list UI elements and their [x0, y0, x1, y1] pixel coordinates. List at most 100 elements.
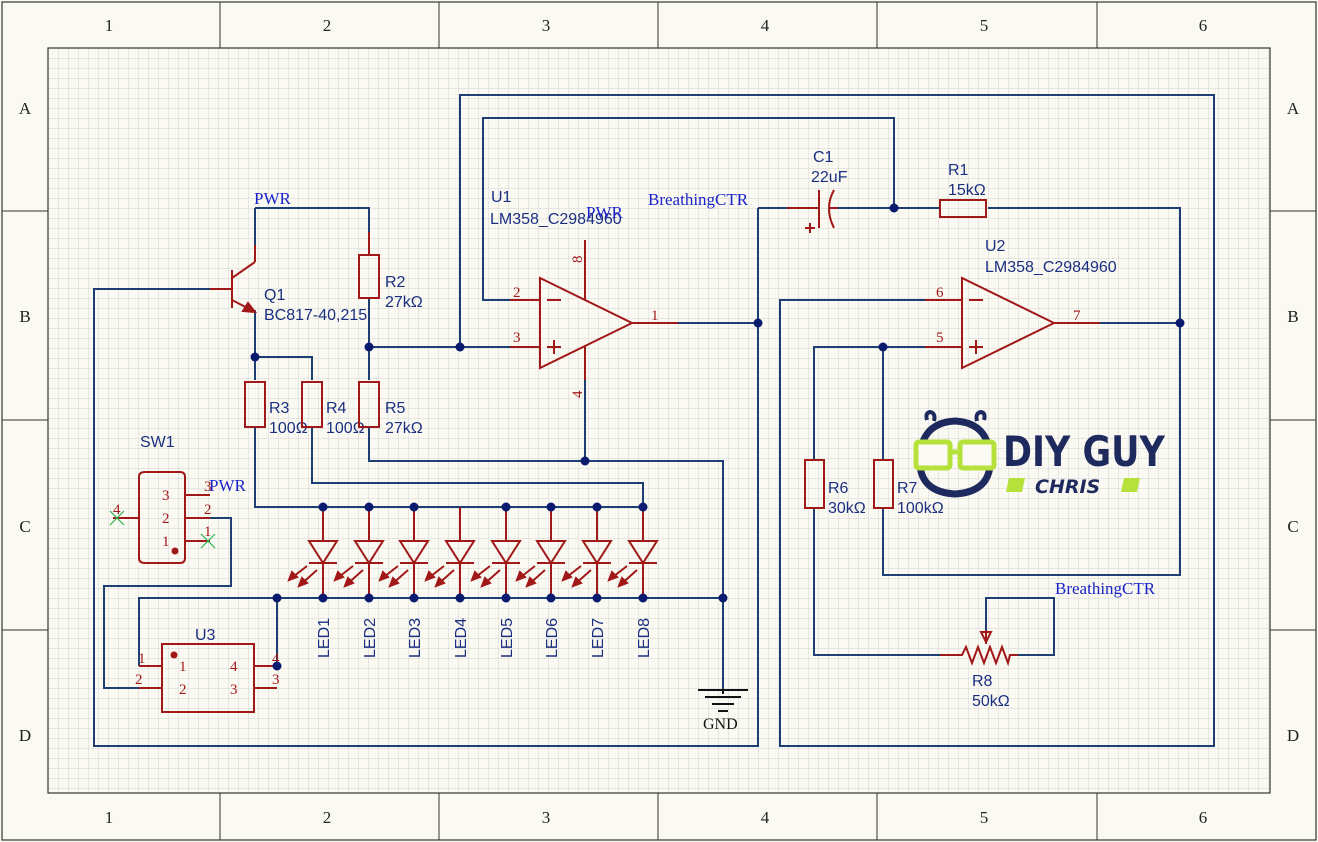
frame-col-4-top: 4 — [761, 16, 770, 35]
r2-designator: R2 — [385, 274, 406, 291]
resistor-r1[interactable]: R1 15kΩ — [939, 162, 987, 218]
r5-value: 27kΩ — [385, 420, 423, 437]
opamp-u1[interactable]: 2 3 1 8 4 U1 LM358_C2984960 — [490, 189, 678, 398]
junction-dot — [1175, 318, 1185, 328]
sw1-pin-2: 2 — [204, 502, 212, 518]
led-1[interactable]: LED1 — [287, 507, 339, 658]
netlabel-breathingctr-2: BreathingCTR — [1055, 579, 1156, 598]
led-2[interactable]: LED2 — [333, 507, 385, 658]
led-1-designator: LED1 — [316, 618, 333, 658]
r8-value: 50kΩ — [972, 693, 1010, 710]
junction-dot — [318, 502, 328, 512]
r1-designator: R1 — [948, 162, 969, 179]
u2-pin-6: 6 — [936, 285, 944, 301]
u1-pin-4: 4 — [570, 390, 586, 398]
u3-body-pin-3: 3 — [230, 682, 238, 698]
frame-col-2-bottom: 2 — [323, 808, 332, 827]
junction-dot — [889, 203, 899, 213]
junction-dot — [455, 593, 465, 603]
r4-value: 100Ω — [326, 420, 365, 437]
wires — [93, 94, 1215, 747]
led-8-designator: LED8 — [636, 618, 653, 658]
junction-dot — [364, 502, 374, 512]
gnd-label: GND — [703, 716, 738, 733]
sw1-pin-4: 4 — [113, 502, 121, 518]
junction-dot — [364, 593, 374, 603]
led-4[interactable]: LED4 — [424, 507, 476, 658]
junction-dot — [592, 593, 602, 603]
u3-designator: U3 — [195, 627, 216, 644]
junction-dot — [878, 342, 888, 352]
u3-body-pin-2: 2 — [179, 682, 187, 698]
c1-designator: C1 — [813, 149, 834, 166]
netlabel-breathingctr-1: BreathingCTR — [648, 190, 749, 209]
frame-col-5-bottom: 5 — [980, 808, 989, 827]
junction-dot — [250, 352, 260, 362]
sw1-body-pin-1: 1 — [162, 534, 170, 550]
potentiometer-r8[interactable]: R8 50kΩ — [940, 630, 1018, 710]
r3-value: 100Ω — [269, 420, 308, 437]
u1-pin-1: 1 — [651, 308, 659, 324]
led-4-designator: LED4 — [453, 618, 470, 658]
u2-pin-7: 7 — [1073, 308, 1081, 324]
junction-dots — [250, 203, 1185, 671]
resistor-r7[interactable]: R7 100kΩ — [873, 459, 944, 517]
resistor-r2[interactable]: R2 27kΩ — [358, 232, 423, 311]
u3-pin-1: 1 — [138, 651, 146, 667]
u3-pin-4: 4 — [272, 651, 280, 667]
u1-pin-2: 2 — [513, 285, 521, 301]
junction-dot — [753, 318, 763, 328]
logo-line1: DIY GUY — [1003, 428, 1166, 477]
resistor-r5[interactable]: R5 27kΩ — [358, 381, 423, 437]
u1-pin-3: 3 — [513, 330, 521, 346]
u1-pin-8: 8 — [570, 256, 586, 264]
led-8[interactable]: LED8 — [607, 507, 659, 658]
u3-body-pin-1: 1 — [179, 659, 187, 675]
resistor-r4[interactable]: R4 100Ω — [301, 381, 365, 437]
led-6-designator: LED6 — [544, 618, 561, 658]
resistor-r3[interactable]: R3 100Ω — [244, 381, 308, 437]
switch-sw1[interactable]: 3 2 1 3 2 1 4 SW1 — [109, 434, 216, 564]
frame-row-d-right: D — [1287, 726, 1299, 745]
frame-col-1-top: 1 — [105, 16, 114, 35]
led-5[interactable]: LED5 — [470, 507, 522, 658]
ic-u3[interactable]: 1 2 4 3 1 2 4 3 U3 — [135, 627, 280, 713]
r2-value: 27kΩ — [385, 294, 423, 311]
u1-value: LM358_C2984960 — [490, 211, 622, 228]
capacitor-c1[interactable]: C1 22uF — [787, 149, 848, 233]
diy-guy-chris-logo: DIY GUY CHRIS — [913, 409, 1166, 498]
resistor-r6[interactable]: R6 30kΩ — [804, 459, 866, 517]
gnd-symbol[interactable]: GND — [698, 689, 748, 733]
frame-col-4-bottom: 4 — [761, 808, 770, 827]
led-3[interactable]: LED3 — [378, 507, 430, 658]
junction-dot — [272, 661, 282, 671]
frame-row-a-left: A — [19, 99, 32, 118]
u3-body-pin-4: 4 — [230, 659, 238, 675]
u2-pin-5: 5 — [936, 330, 944, 346]
u2-designator: U2 — [985, 238, 1006, 255]
frame-col-3-bottom: 3 — [542, 808, 551, 827]
r7-designator: R7 — [897, 480, 918, 497]
sw1-pin-3: 3 — [204, 479, 212, 495]
led-7[interactable]: LED7 — [561, 507, 613, 658]
junction-dot — [501, 502, 511, 512]
netlabel-pwr-q1: PWR — [254, 189, 292, 208]
logo-line2: CHRIS — [1035, 476, 1100, 498]
junction-dot — [501, 593, 511, 603]
frame-col-6-top: 6 — [1199, 16, 1208, 35]
sw1-body-pin-2: 2 — [162, 511, 170, 527]
frame-col-5-top: 5 — [980, 16, 989, 35]
transistor-q1[interactable]: Q1 BC817-40,215 — [210, 245, 367, 324]
frame-row-c-left: C — [19, 517, 30, 536]
junction-dot — [580, 456, 590, 466]
junction-dot — [592, 502, 602, 512]
led-6[interactable]: LED6 — [515, 507, 567, 658]
opamp-u2[interactable]: 6 5 7 U2 LM358_C2984960 — [925, 238, 1117, 370]
led-3-designator: LED3 — [407, 618, 424, 658]
led-5-designator: LED5 — [499, 618, 516, 658]
r7-value: 100kΩ — [897, 500, 944, 517]
junction-dot — [272, 593, 282, 603]
junction-dot — [318, 593, 328, 603]
